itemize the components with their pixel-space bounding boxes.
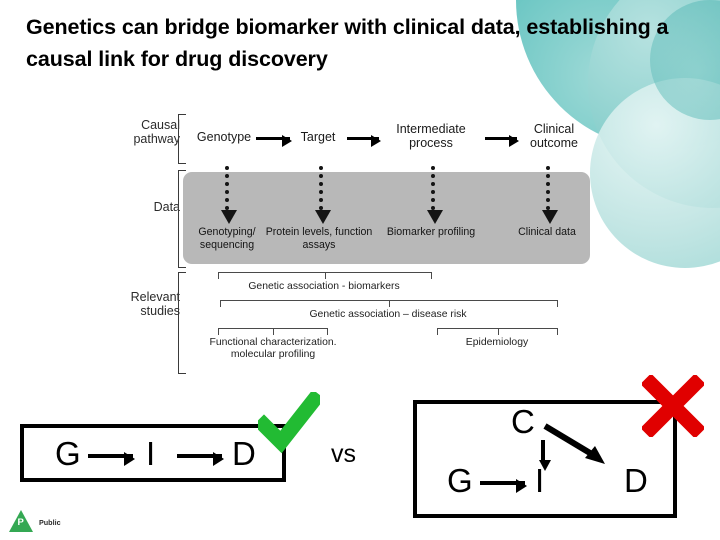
triangle-logo-icon (9, 510, 33, 532)
causal-model-box-invalid (413, 400, 677, 518)
study-bracket-genetic-association-disease-risk (220, 300, 558, 307)
pathway-node-target: Target (300, 130, 336, 144)
arrow-down-icon (538, 440, 551, 471)
arrow-right-icon (88, 452, 135, 466)
dotted-down-arrow-icon (541, 166, 558, 224)
arrow-right-icon (485, 134, 519, 147)
row-label-data: Data (153, 200, 180, 214)
dotted-down-arrow-icon (426, 166, 443, 224)
study-label-epidemiology: Epidemiology (465, 337, 529, 348)
study-label-genetic-association-biomarkers: Genetic association - biomarkers (248, 281, 400, 292)
dotted-down-arrow-icon (314, 166, 331, 224)
node-I: I (146, 435, 156, 472)
node-D: D (232, 435, 256, 472)
arrow-right-icon (480, 479, 527, 493)
brand-logo: P Public (8, 508, 98, 534)
logo-initial: P (17, 517, 24, 528)
dotted-down-arrow-icon (220, 166, 237, 224)
data-item-clinical-data: Clinical data (518, 226, 576, 238)
node-G: G (55, 435, 81, 472)
study-bracket-genetic-association-biomarkers (218, 272, 432, 279)
arrow-diagonal-icon (543, 423, 605, 464)
study-label-genetic-association-disease-risk: Genetic association – disease risk (309, 309, 467, 320)
row-bracket-relevant-studies (178, 272, 186, 374)
pathway-node-clinical-outcome: Clinical outcome (530, 122, 578, 150)
causal-pathway-diagram: Causal pathway Data Relevant studies Gen… (0, 104, 720, 374)
node-I: I (535, 462, 545, 499)
row-label-relevant-studies: Relevant studies (130, 290, 180, 318)
logo-text: Public (39, 518, 61, 527)
arrow-right-icon (177, 452, 224, 466)
study-label-functional-characterization: Functional characterization. molecular p… (209, 337, 337, 361)
data-item-biomarker-profiling: Biomarker profiling (386, 226, 476, 238)
data-band (183, 172, 590, 264)
pathway-node-genotype: Genotype (196, 130, 252, 144)
study-bracket-epidemiology (437, 328, 558, 335)
arrow-right-icon (256, 134, 292, 147)
data-item-protein-levels: Protein levels, function assays (265, 226, 373, 251)
study-bracket-functional-characterization (218, 328, 328, 335)
green-check-icon (258, 392, 320, 454)
row-label-causal-pathway: Causal pathway (133, 118, 180, 146)
causal-model-box-valid (20, 424, 286, 482)
red-x-icon (642, 375, 704, 437)
row-bracket-causal-pathway (178, 114, 186, 164)
data-item-genotyping: Genotyping/ sequencing (198, 226, 256, 251)
node-D: D (624, 462, 648, 499)
slide-title: Genetics can bridge biomarker with clini… (26, 15, 669, 71)
pathway-node-intermediate-process: Intermediate process (396, 122, 466, 150)
comparison-separator: vs (331, 440, 356, 468)
node-G: G (447, 462, 473, 499)
comparison-section: G I D vs C G I D (0, 374, 720, 540)
node-C: C (511, 403, 535, 440)
row-bracket-data (178, 170, 186, 268)
arrow-right-icon (347, 134, 381, 147)
